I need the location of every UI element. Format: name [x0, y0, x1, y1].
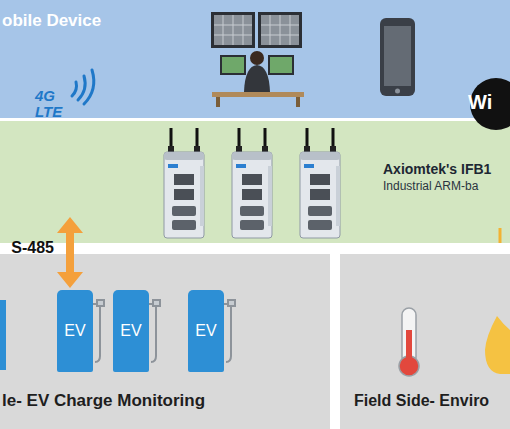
label-holder: Wi — [468, 92, 492, 113]
label-holder: 4G LTE — [35, 88, 71, 120]
charger-label: EV — [64, 322, 85, 340]
operator-workstation — [211, 12, 304, 107]
region-subtitle: Industrial ARM-ba — [383, 180, 478, 194]
charger-edge — [0, 300, 6, 370]
signal-arcs — [72, 70, 94, 104]
charger-label: EV — [120, 322, 141, 340]
gateway-devices — [164, 128, 340, 238]
charger-cables — [93, 300, 235, 362]
bus-arrow — [57, 217, 83, 288]
region-title: le- EV Charge Monitoring — [2, 391, 205, 411]
arrow-stub — [499, 228, 502, 243]
badge-text: Wi — [468, 92, 492, 113]
charger-box: EV — [113, 290, 149, 372]
region-title: obile Device — [2, 11, 101, 31]
network-label: 4G LTE — [35, 88, 71, 120]
charger-box: EV — [188, 290, 224, 372]
region-band: le- EV Charge Monitoring EV EV EV — [0, 254, 330, 429]
region-band: Field Side- Enviro — [340, 254, 510, 429]
region-title: Field Side- Enviro — [354, 392, 489, 410]
arrow-shaft — [66, 231, 74, 274]
arrow-head — [57, 272, 83, 288]
thermometer-icon — [399, 308, 419, 376]
charger-label: EV — [195, 322, 216, 340]
region-title: Axiomtek's IFB1 — [383, 161, 491, 177]
arrow-head — [57, 217, 83, 233]
label-holder: S-485 — [11, 239, 54, 257]
bus-label: S-485 — [11, 239, 54, 257]
drop-icon — [485, 316, 510, 374]
phone-icon — [380, 18, 415, 96]
charger-box: EV — [57, 290, 93, 372]
